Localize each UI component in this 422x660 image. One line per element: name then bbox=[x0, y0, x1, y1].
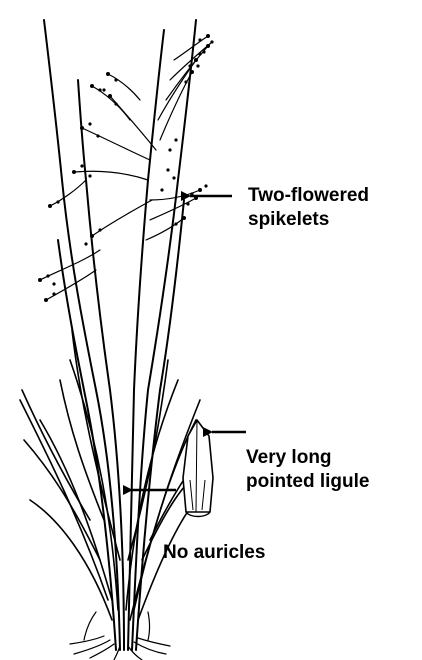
grass-leaves bbox=[20, 330, 206, 620]
ligule-detail bbox=[183, 420, 213, 517]
spikelets-label-line-1: Two-flowered bbox=[248, 184, 369, 208]
ligule-label-line-2: pointed ligule bbox=[246, 470, 370, 494]
panicle bbox=[40, 36, 212, 300]
ligule-label: Very long pointed ligule bbox=[246, 446, 370, 494]
spikelets-label-line-2: spikelets bbox=[248, 208, 369, 232]
spikelets-label: Two-flowered spikelets bbox=[248, 184, 369, 232]
spikelets bbox=[38, 34, 214, 302]
auricles-label-line-1: No auricles bbox=[163, 541, 265, 565]
ligule-label-line-1: Very long bbox=[246, 446, 370, 470]
auricles-label: No auricles bbox=[163, 541, 265, 565]
